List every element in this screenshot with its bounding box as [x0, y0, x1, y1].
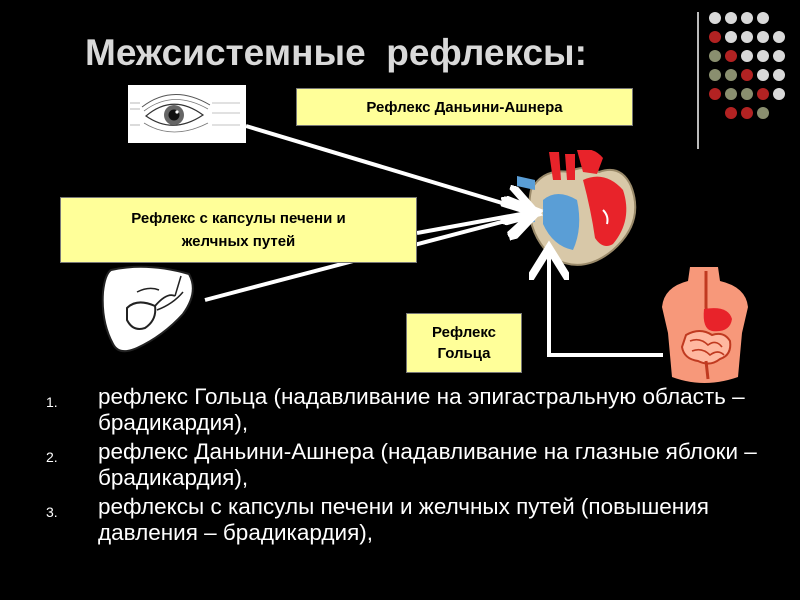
decorative-dot [757, 50, 769, 62]
decorative-dot [773, 31, 785, 43]
slide-title: Межсистемные рефлексы: [85, 32, 587, 73]
label-liver-capsule: Рефлекс с капсулы печени и желчных путей [60, 197, 417, 263]
decorative-dot [741, 50, 753, 62]
decorative-dot [741, 12, 753, 24]
decorative-dot [709, 69, 721, 81]
list-item: 1. рефлекс Гольца (надавливание на эпигас… [40, 384, 780, 436]
decorative-dot [741, 88, 753, 100]
decorative-dot [725, 69, 737, 81]
decorative-dot [725, 12, 737, 24]
torso-digestive-icon [660, 267, 750, 392]
list-number: 3. [46, 504, 58, 520]
decorative-dot [725, 31, 737, 43]
decorative-dot [757, 31, 769, 43]
list-text: рефлекс Гольца (надавливание на эпигастр… [98, 384, 745, 435]
list-text: рефлексы с капсулы печени и желчных путе… [98, 494, 709, 545]
decorative-vertical-line [697, 12, 699, 149]
reflex-list: 1. рефлекс Гольца (надавливание на эпигас… [40, 384, 780, 549]
list-number: 2. [46, 449, 58, 465]
decorative-dot [709, 50, 721, 62]
list-item: 3. рефлексы с капсулы печени и желчных пу… [40, 494, 780, 546]
list-item: 2. рефлекс Даньини-Ашнера (надавливание н… [40, 439, 780, 491]
decorative-dot [773, 50, 785, 62]
decorative-dot [709, 88, 721, 100]
eye-diagram-icon [128, 85, 246, 143]
decorative-dot [725, 50, 737, 62]
arrow-stomach-to-heart [549, 252, 663, 357]
decorative-dot [741, 69, 753, 81]
decorative-dot [709, 31, 721, 43]
decorative-dot [757, 69, 769, 81]
decorative-dot [725, 88, 737, 100]
decorative-dot [741, 31, 753, 43]
label-dagnini-aschner: Рефлекс Даньини-Ашнера [296, 88, 633, 126]
decorative-dot [709, 12, 721, 24]
decorative-dot [757, 107, 769, 119]
liver-icon [97, 262, 202, 362]
list-number: 1. [46, 394, 58, 410]
decorative-dot [741, 107, 753, 119]
decorative-dot [757, 12, 769, 24]
arrow-eye-to-heart [245, 124, 532, 212]
decorative-dot [725, 107, 737, 119]
list-text: рефлекс Даньини-Ашнера (надавливание на … [98, 439, 757, 490]
label-goltz: Рефлекс Гольца [406, 313, 522, 373]
decorative-dot [773, 88, 785, 100]
decorative-dot [757, 88, 769, 100]
decorative-dot [773, 69, 785, 81]
